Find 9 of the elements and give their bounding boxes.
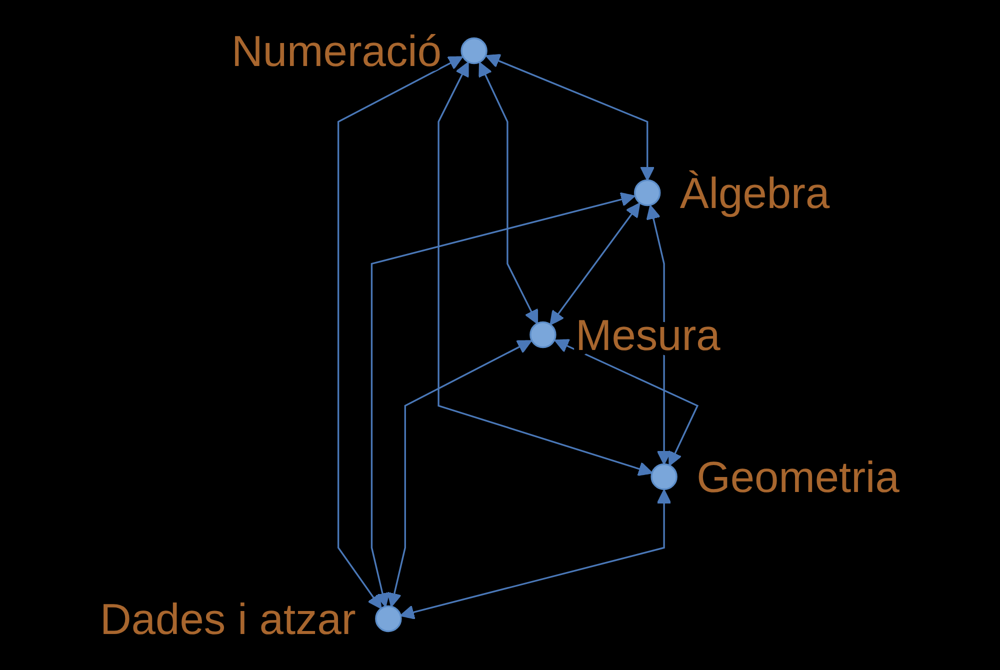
- node-label: Àlgebra: [680, 170, 830, 218]
- circle-node: [530, 321, 556, 348]
- node-label: Numeració: [232, 28, 442, 76]
- circle-node: [460, 37, 488, 64]
- circle-node: [375, 605, 402, 632]
- circle-node: [650, 463, 678, 490]
- node-label: Geometria: [696, 454, 900, 502]
- circle-node: [634, 179, 661, 206]
- node-label: Dades i atzar: [100, 596, 356, 644]
